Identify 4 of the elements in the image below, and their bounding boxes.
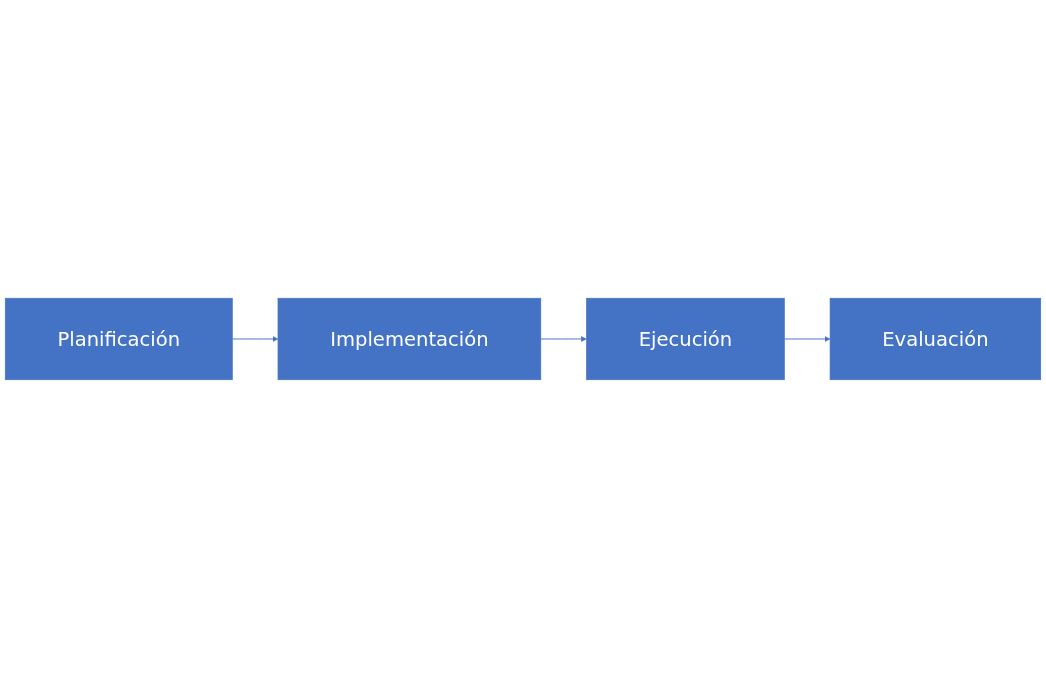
node-box: Evaluación — [829, 297, 1042, 381]
node-box: Ejecución — [586, 297, 785, 381]
node-box: Planificación — [4, 297, 233, 381]
node-box: Implementación — [277, 297, 542, 381]
